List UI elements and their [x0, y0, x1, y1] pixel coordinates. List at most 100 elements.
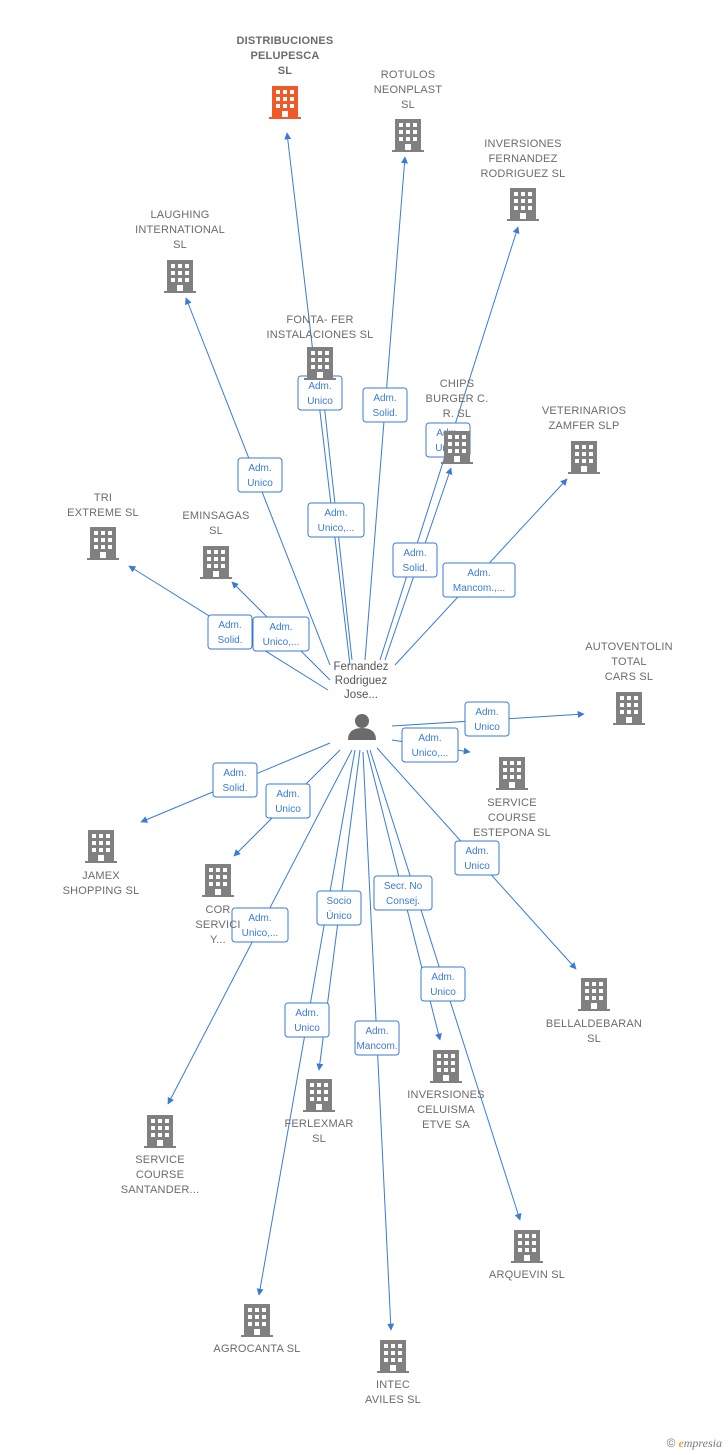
building-icon [202, 864, 234, 897]
company-label-line-1: FERLEXMAR [284, 1118, 353, 1130]
person-name-line-3: Jose... [344, 689, 378, 701]
edge-label-box [464, 701, 510, 737]
edge-label-eminsagas[interactable]: Adm.Unico,... [252, 616, 310, 652]
company-label-line-2: AVILES SL [365, 1394, 421, 1406]
edge-label-line-1: Adm. [248, 463, 271, 474]
company-label-line-2: SL [209, 525, 223, 537]
edge-label-service-course-estepona[interactable]: Adm.Unico,... [401, 727, 459, 763]
company-node-chips-burger[interactable]: CHIPS BURGER C. R. SL [426, 378, 489, 464]
edge-label-tri-extreme[interactable]: Adm.Solid. [207, 614, 253, 650]
edge-label-intec-aviles[interactable]: Adm.Mancom. [354, 1020, 400, 1056]
edge-label-box [307, 502, 365, 538]
company-node-cor-servici[interactable]: COR SERVICI Y... [195, 864, 240, 946]
edge-label-inversiones-fernandez-rodriguez[interactable]: Adm.Solid. [392, 542, 438, 578]
company-label-line-2: COURSE [488, 812, 536, 824]
edge-label-laughing-international[interactable]: Adm. Unico [237, 457, 283, 493]
edge-label-distribuciones-pelupesca[interactable]: Adm.Unico [297, 375, 343, 411]
edge-label-line-2: Mancom.,... [453, 583, 505, 594]
edge-label-line-2: Unico [294, 1023, 320, 1034]
company-label-line-3: RODRIGUEZ SL [481, 168, 566, 180]
edge-label-autoventolin[interactable]: Adm.Unico [464, 701, 510, 737]
company-node-service-course-santander[interactable]: SERVICECOURSESANTANDER... [121, 1115, 200, 1196]
company-label-line-2: SHOPPING SL [63, 885, 140, 897]
edge-label-box [401, 727, 459, 763]
edge-label-line-2: Unico,... [242, 928, 279, 939]
edge-label-line-2: Unico,... [263, 637, 300, 648]
building-icon [568, 441, 600, 474]
company-label-line-1: VETERINARIOS [542, 405, 626, 417]
company-label-line-2: BURGER C. [426, 393, 489, 405]
building-icon [164, 260, 196, 293]
company-label-line-2: SL [312, 1133, 326, 1145]
company-node-agrocanta[interactable]: AGROCANTA SL [213, 1304, 300, 1355]
edge-label-box [373, 875, 433, 911]
company-node-veterinarios-zamfer[interactable]: VETERINARIOS ZAMFER SLP [542, 405, 626, 474]
company-label-line-1: INVERSIONES [407, 1089, 484, 1101]
edge-label-box [392, 542, 438, 578]
building-icon [241, 1304, 273, 1337]
edge-label-line-1: Adm. [365, 1026, 388, 1037]
company-label-line-1: LAUGHING [150, 209, 209, 221]
edge-label-line-1: Adm. [248, 913, 271, 924]
building-icon [507, 188, 539, 221]
edge-label-line-1: Adm. [467, 568, 490, 579]
edge-label-fonta-fer[interactable]: Adm.Unico,... [307, 502, 365, 538]
edge-label-inversiones-celuisma[interactable]: Secr. No Consej. [373, 875, 433, 911]
edge-label-box [252, 616, 310, 652]
edge-label-line-2: Consej. [386, 896, 420, 907]
edge-label-line-2: Solid. [402, 563, 427, 574]
edge-label-arquevin[interactable]: Adm.Unico [420, 966, 466, 1002]
company-label-line-1: CHIPS [440, 378, 475, 390]
edge-label-line-1: Secr. No [384, 881, 423, 892]
company-node-ferlexmar[interactable]: FERLEXMAR SL [284, 1079, 353, 1145]
edge-label-agrocanta[interactable]: Adm. Unico [284, 1002, 330, 1038]
building-icon [144, 1115, 176, 1148]
edge-label-line-1: Adm. [295, 1008, 318, 1019]
company-node-eminsagas[interactable]: EMINSAGAS SL [182, 510, 249, 579]
edge-label-line-1: Adm. [431, 972, 454, 983]
building-icon [304, 347, 336, 380]
edge-label-line-2: Unico [307, 396, 333, 407]
edge-label-cor-servici[interactable]: Adm.Unico [265, 783, 311, 819]
edge-label-box [237, 457, 283, 493]
building-icon [303, 1079, 335, 1112]
company-label-line-2: ZAMFER SLP [548, 420, 619, 432]
company-label-line-3: Y... [210, 934, 226, 946]
company-label-line-2: SERVICI [195, 919, 240, 931]
edge-label-rotulos-neonplast[interactable]: Adm.Solid. [362, 387, 408, 423]
company-label-line-2: COURSE [136, 1169, 184, 1181]
edge-label-belladdebaran[interactable]: Adm.Unico [454, 840, 500, 876]
company-node-arquevin[interactable]: ARQUEVIN SL [489, 1230, 565, 1281]
company-label-line-3: ESTEPONA SL [473, 827, 551, 839]
company-label-line-1: COR [205, 904, 230, 916]
company-label-line-1: SERVICE [135, 1154, 185, 1166]
edge-label-veterinarios-zamfer[interactable]: Adm. Mancom.,... [442, 562, 516, 598]
building-icon [269, 86, 301, 119]
edge-label-service-course-santander[interactable]: Adm. Unico,... [231, 907, 289, 943]
brand-footer: © empresia [667, 1436, 722, 1451]
company-label-line-3: R. SL [443, 408, 472, 420]
edge-label-line-2: Unico [247, 478, 273, 489]
edge-label-line-2: Solid. [222, 783, 247, 794]
company-label-line-3: SL [278, 65, 293, 77]
brand-name: mpresia [683, 1436, 722, 1450]
edge-label-box [212, 762, 258, 798]
center-person[interactable]: Fernandez Rodriguez Jose... [334, 661, 389, 740]
edge-label-jamex-shopping[interactable]: Adm.Solid. [212, 762, 258, 798]
company-label-line-1: TRI [94, 492, 112, 504]
company-label-line-1: EMINSAGAS [182, 510, 249, 522]
person-icon [348, 714, 376, 740]
